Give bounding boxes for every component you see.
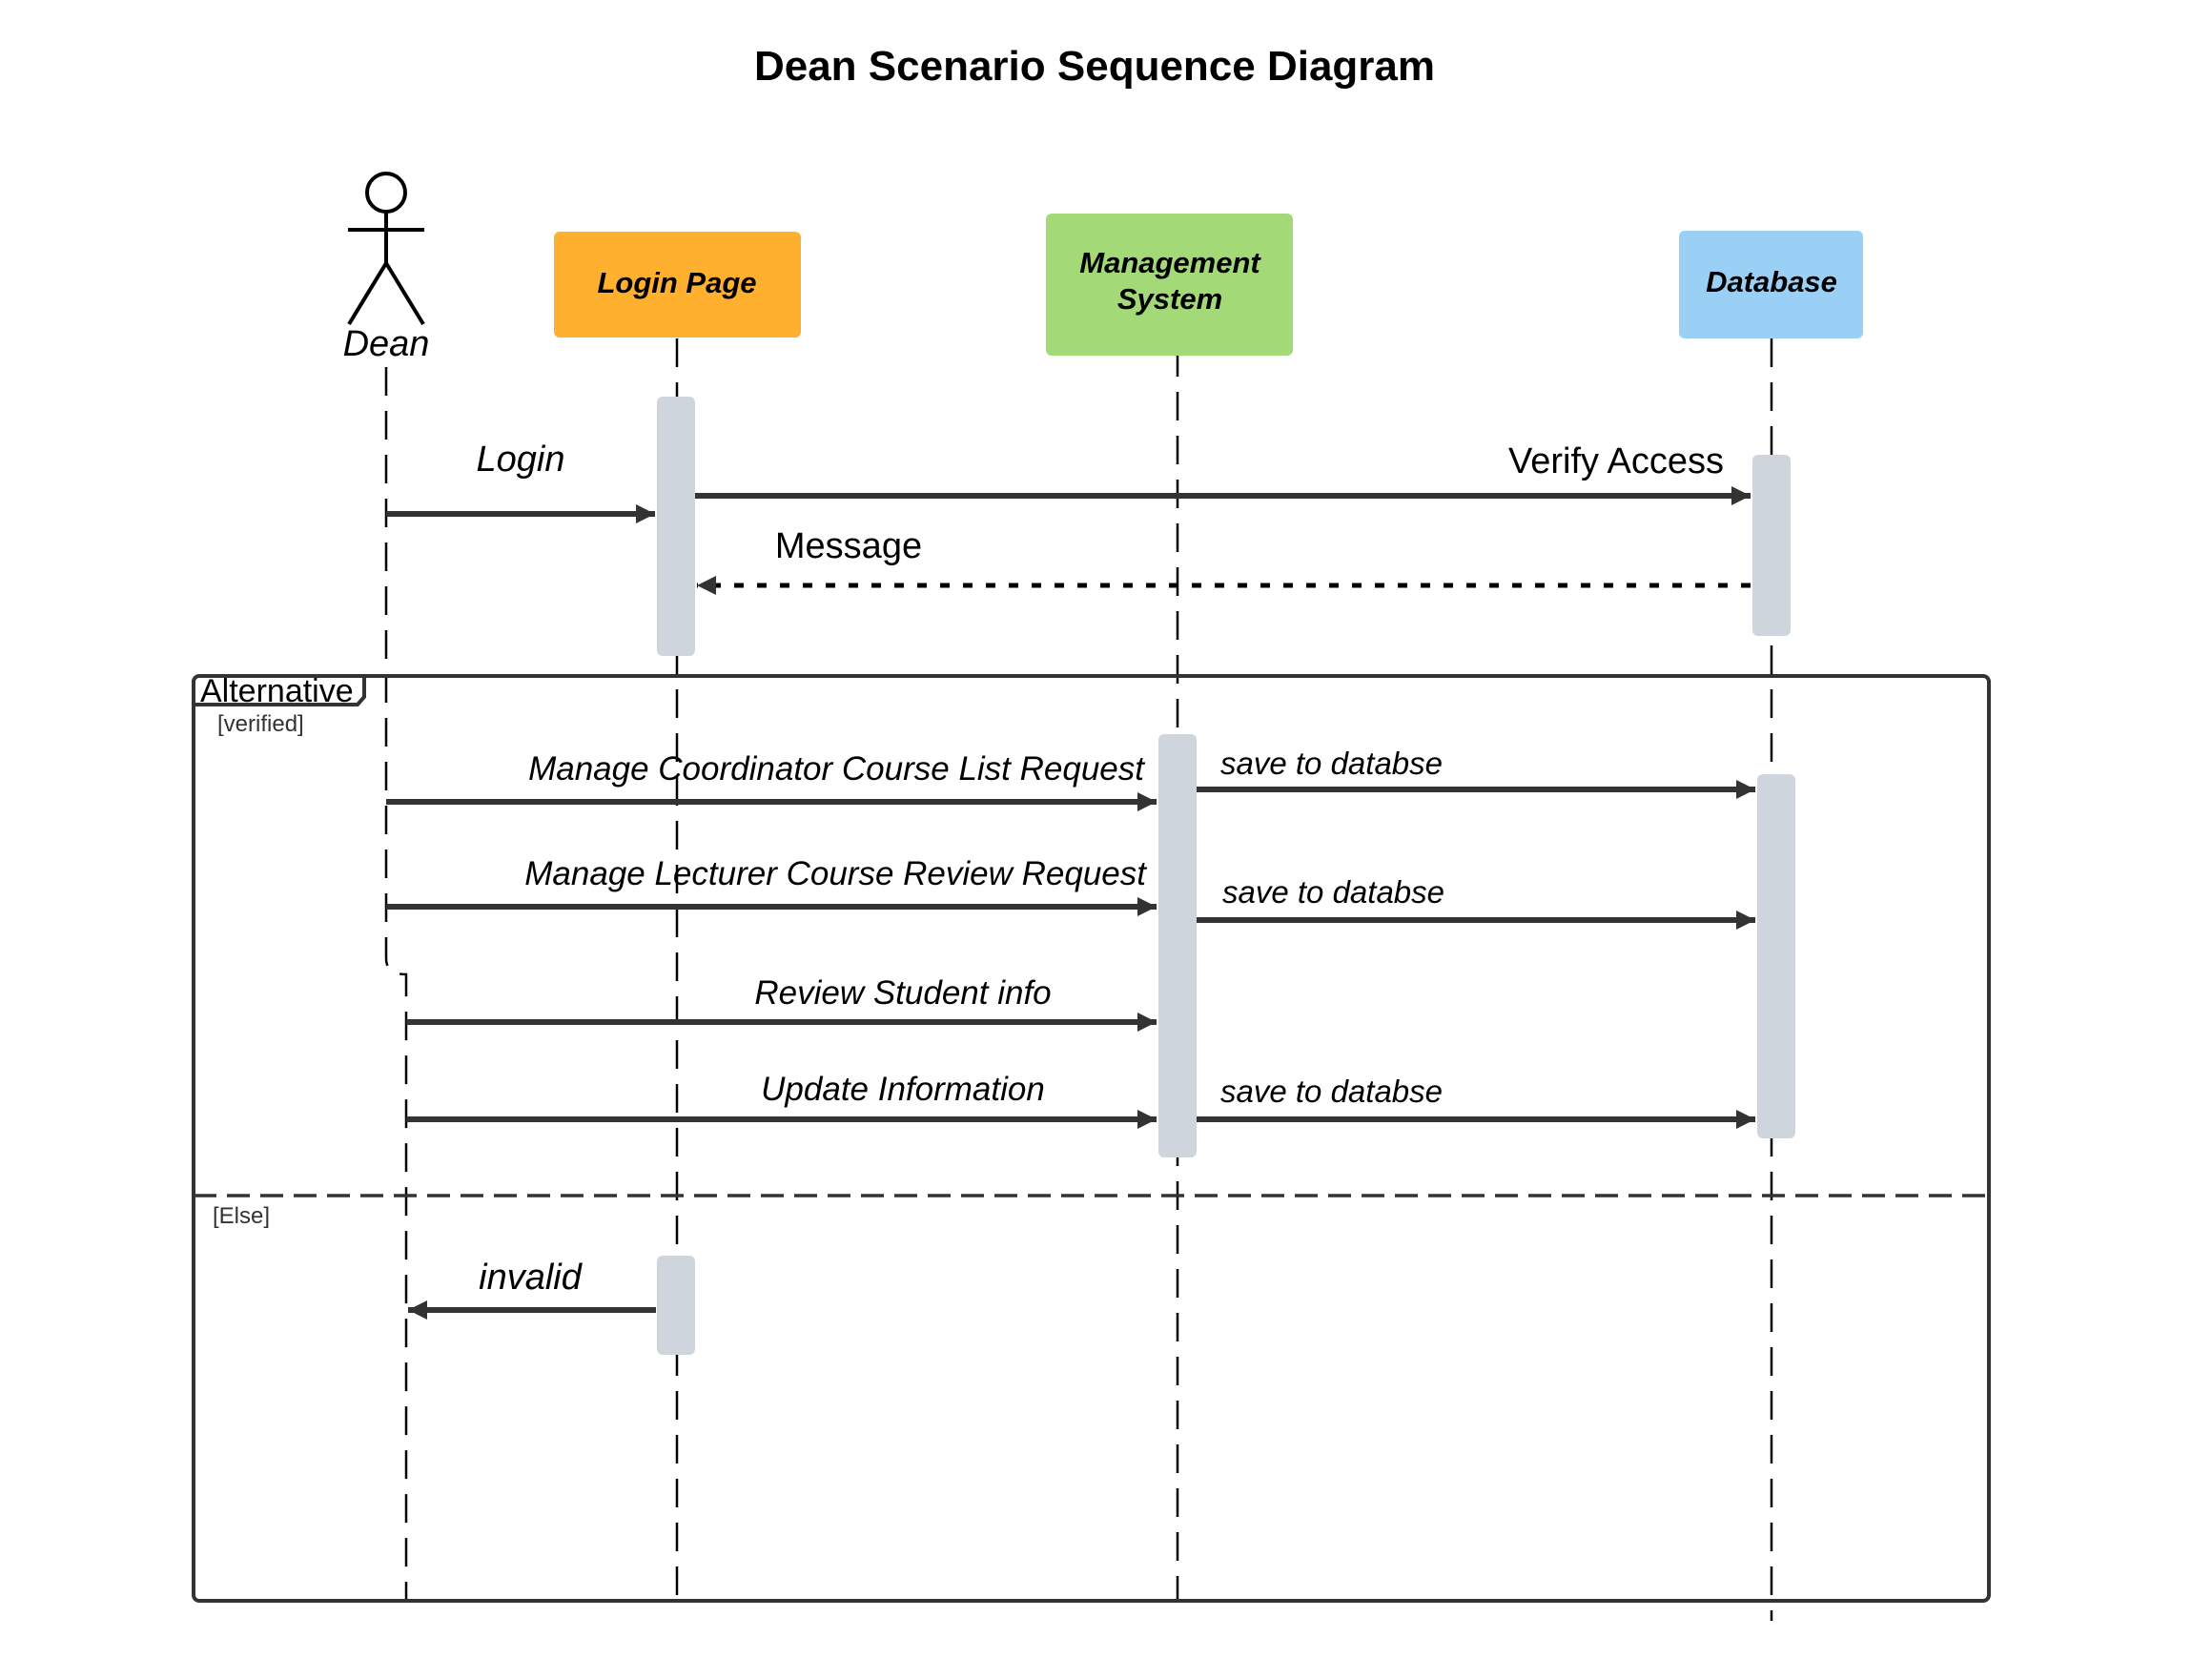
message-manage-coordinator[interactable]: Manage Coordinator Course List Request [386, 750, 1157, 811]
participant-box [1679, 231, 1863, 338]
message-review-student-info[interactable]: Review Student info [406, 974, 1157, 1032]
fragment-frame [192, 674, 1991, 1603]
activation-database-1 [1752, 455, 1791, 636]
participant-database[interactable]: Database [1679, 231, 1863, 338]
message-label: Login [477, 440, 565, 480]
message-manage-lecturer[interactable]: Manage Lecturer Course Review Request [386, 855, 1157, 916]
message-verify-access[interactable]: Verify Access [695, 441, 1751, 505]
guard-verified: [verified] [217, 711, 304, 737]
activation-login-page-2 [657, 1256, 695, 1355]
activations [657, 397, 1795, 1355]
participant-label: Database [1706, 265, 1837, 298]
message-label: Update Information [761, 1071, 1045, 1108]
message-label: invalid [479, 1258, 584, 1298]
fragment-operator-label: Alternative [200, 673, 354, 709]
participant-management-system[interactable]: Management System [1046, 214, 1293, 356]
message-label: save to databse [1222, 874, 1444, 910]
actor-label: Dean [343, 324, 430, 364]
message-invalid[interactable]: invalid [408, 1258, 656, 1320]
lifeline-dean [384, 367, 408, 1602]
activation-login-page-1 [657, 397, 695, 656]
message-reply[interactable]: Message [697, 526, 1751, 595]
guard-else: [Else] [213, 1203, 270, 1229]
participant-label-line-1: Management [1079, 246, 1261, 279]
message-label: save to databse [1220, 1074, 1443, 1109]
participant-login-page[interactable]: Login Page [554, 232, 801, 338]
messages: Login Verify Access Message Manage Coord… [386, 440, 1755, 1320]
alternative-fragment: Alternative [verified] [Else] [192, 673, 1991, 1603]
message-label: Message [775, 526, 922, 566]
message-save-2[interactable]: save to databse [1197, 874, 1755, 930]
actor-dean[interactable]: Dean [343, 172, 430, 364]
message-save-1[interactable]: save to databse [1197, 746, 1755, 799]
message-save-3[interactable]: save to databse [1197, 1074, 1755, 1129]
participant-label: Login Page [597, 266, 756, 299]
activation-management-system [1158, 734, 1197, 1157]
message-label: Verify Access [1508, 441, 1724, 481]
message-label: Manage Lecturer Course Review Request [524, 855, 1147, 892]
message-label: Review Student info [754, 974, 1051, 1012]
stick-figure-icon [347, 172, 425, 326]
message-label: save to databse [1220, 746, 1443, 781]
participant-label-line-2: System [1117, 282, 1222, 316]
message-login[interactable]: Login [386, 440, 655, 523]
activation-database-2 [1757, 774, 1795, 1138]
participant-box [1046, 214, 1293, 356]
diagram-title: Dean Scenario Sequence Diagram [754, 43, 1435, 90]
participant-box [554, 232, 801, 338]
message-label: Manage Coordinator Course List Request [528, 750, 1145, 788]
lifelines [384, 338, 1773, 1621]
fragment-operator-tab [194, 678, 366, 706]
message-update-information[interactable]: Update Information [406, 1071, 1157, 1129]
